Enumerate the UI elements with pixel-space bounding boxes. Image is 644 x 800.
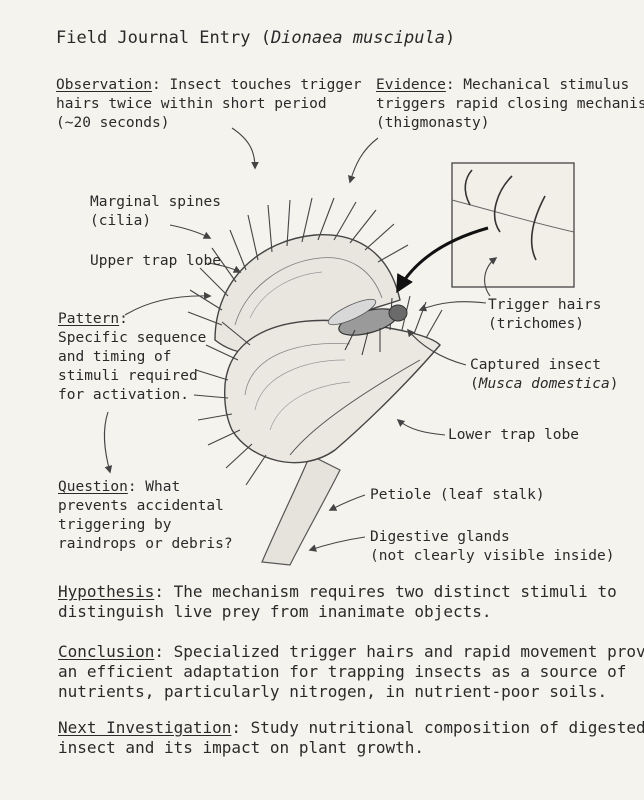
captured-insect bbox=[327, 298, 408, 356]
marginal-spines bbox=[187, 197, 409, 326]
captured-insect-arrow bbox=[407, 328, 467, 366]
lower-lobe-spines bbox=[193, 295, 443, 486]
evidence-note: Evidence: Mechanical stimulus triggers r… bbox=[376, 77, 644, 131]
trigger-hairs-arrow bbox=[418, 301, 487, 312]
captured-insect-label: Captured insect(Musca domestica) bbox=[470, 357, 619, 392]
page-title: Field Journal Entry (Dionaea muscipula) bbox=[56, 28, 456, 48]
hypothesis-note: Hypothesis: The mechanism requires two d… bbox=[58, 582, 617, 621]
next-investigation-note: Next Investigation: Study nutritional co… bbox=[58, 718, 644, 757]
digestive-glands-label: Digestive glands(not clearly visible ins… bbox=[370, 529, 615, 564]
trigger-hairs-label: Trigger hairs(trichomes) bbox=[488, 297, 602, 332]
pattern-to-question-arrow bbox=[103, 411, 113, 474]
petiole-arrow bbox=[328, 494, 366, 511]
observation-label: Observation bbox=[56, 77, 153, 93]
upper-lobe-label: Upper trap lobe bbox=[90, 253, 221, 269]
evidence-arrow bbox=[348, 137, 379, 184]
observation-arrow bbox=[231, 127, 259, 170]
observation-note: Observation: Insect touches trigger hair… bbox=[56, 77, 362, 131]
pattern-arrow bbox=[124, 291, 212, 316]
lower-lobe-arrow bbox=[396, 419, 446, 436]
conclusion-label: Conclusion bbox=[58, 642, 155, 661]
marginal-spines-label: Marginal spines(cilia) bbox=[90, 194, 221, 229]
evidence-label: Evidence bbox=[376, 77, 446, 93]
inset-arrow bbox=[396, 226, 489, 294]
next-investigation-label: Next Investigation bbox=[58, 718, 232, 737]
question-note: Question: What prevents accidental trigg… bbox=[58, 479, 233, 552]
marginal-spines-arrow bbox=[169, 224, 212, 239]
hypothesis-label: Hypothesis bbox=[58, 582, 155, 601]
trigger-hairs-inset-arrow bbox=[484, 257, 498, 297]
upper-lobe-arrow bbox=[207, 262, 242, 273]
conclusion-note: Conclusion: Specialized trigger hairs an… bbox=[58, 642, 644, 701]
petiole-label: Petiole (leaf stalk) bbox=[370, 487, 545, 503]
pattern-note: Pattern: Specific sequence and timing of… bbox=[58, 311, 207, 403]
pattern-label: Pattern bbox=[58, 311, 120, 327]
lower-trap-lobe bbox=[223, 319, 441, 464]
inset-trigger-hairs bbox=[451, 162, 575, 288]
question-label: Question bbox=[58, 479, 128, 495]
digestive-glands-arrow bbox=[308, 536, 366, 552]
petiole-stalk bbox=[261, 454, 341, 566]
lower-lobe-label: Lower trap lobe bbox=[448, 427, 579, 443]
